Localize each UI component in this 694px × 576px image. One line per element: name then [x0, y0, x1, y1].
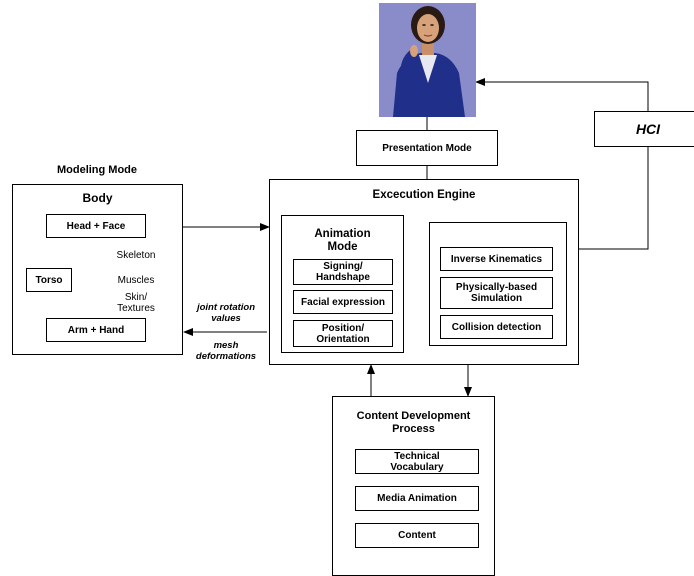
execution-engine-title: Excecution Engine [372, 189, 476, 201]
collision-detection-box: Collision detection [440, 315, 553, 339]
modeling-mode-title: Modeling Mode [56, 164, 138, 176]
content-box: Content [355, 523, 479, 548]
body-title: Body [82, 191, 113, 205]
head-face-label: Head + Face [66, 220, 126, 232]
technical-vocabulary-box: Technical Vocabulary [355, 449, 479, 474]
media-animation-box: Media Animation [355, 486, 479, 511]
content-label: Content [398, 530, 436, 541]
facial-expression-label: Facial expression [301, 296, 385, 308]
hci-box: HCI [594, 111, 694, 147]
skeleton-label: Skeleton [116, 250, 156, 261]
media-animation-label: Media Animation [377, 493, 457, 504]
arm-hand-box: Arm + Hand [46, 318, 146, 342]
physically-based-simulation-box: Physically-based Simulation [440, 277, 553, 309]
skin-textures-label: Skin/ Textures [117, 292, 155, 314]
position-orientation-box: Position/ Orientation [293, 320, 393, 347]
mesh-deformations-label: mesh deformations [195, 340, 257, 362]
head-face-box: Head + Face [46, 214, 146, 238]
inverse-kinematics-box: Inverse Kinematics [440, 247, 553, 271]
content-development-title: Content Development Process [356, 410, 471, 435]
muscles-label: Muscles [117, 275, 155, 286]
position-orientation-label: Position/ Orientation [316, 322, 370, 345]
presentation-mode-label: Presentation Mode [382, 142, 472, 154]
collision-detection-label: Collision detection [451, 321, 542, 333]
arm-hand-label: Arm + Hand [67, 324, 125, 336]
avatar-image [379, 3, 476, 117]
hci-label: HCI [635, 120, 661, 137]
signing-handshape-label: Signing/ Handshape [316, 261, 370, 283]
signing-handshape-box: Signing/ Handshape [293, 259, 393, 285]
avatar-figure-icon [379, 3, 476, 117]
technical-vocabulary-label: Technical Vocabulary [390, 450, 444, 473]
physically-based-simulation-label: Physically-based Simulation [455, 282, 538, 304]
facial-expression-box: Facial expression [293, 290, 393, 314]
animation-mode-title: Animation Mode [314, 228, 371, 253]
torso-label: Torso [35, 274, 63, 286]
joint-rotation-label: joint rotation values [196, 302, 256, 324]
inverse-kinematics-label: Inverse Kinematics [450, 253, 543, 265]
presentation-mode-box: Presentation Mode [356, 130, 498, 166]
torso-box: Torso [26, 268, 72, 292]
